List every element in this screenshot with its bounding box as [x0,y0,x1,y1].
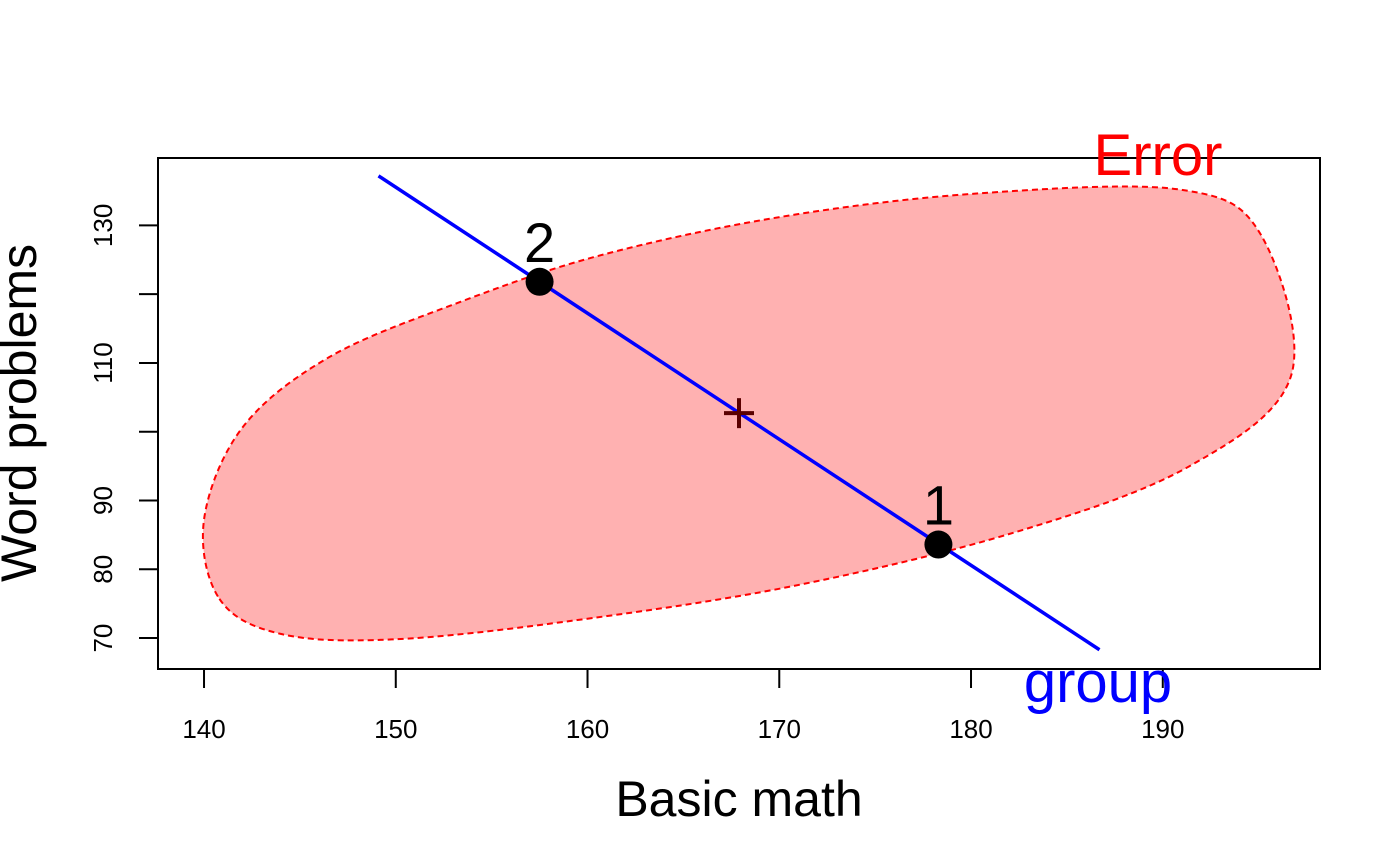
x-tick-label-160: 160 [566,714,609,744]
point-label-2: 2 [524,211,555,274]
y-tick-label-80: 80 [88,555,118,584]
x-tick-label-190: 190 [1141,714,1184,744]
y-tick-label-90: 90 [88,486,118,515]
point-label-1: 1 [923,474,954,537]
y-axis-title: Word problems [0,244,47,582]
error-legend-label: Error [1094,123,1223,188]
plot-layer: 21 [201,174,1296,652]
x-tick-label-150: 150 [374,714,417,744]
y-axis: 70 80 90 110 130 [88,204,159,653]
x-tick-label-180: 180 [949,714,992,744]
y-tick-label-70: 70 [88,624,118,653]
y-tick-label-110: 110 [88,342,118,383]
x-tick-label-140: 140 [182,714,225,744]
point-1 [924,530,953,559]
x-axis-title: Basic math [615,771,862,827]
point-2 [525,267,554,296]
group-legend-label: group [1024,650,1172,715]
center-marker [724,398,754,429]
y-tick-label-130: 130 [88,204,118,247]
x-tick-label-170: 170 [758,714,801,744]
x-axis: 140 150 160 170 180 190 [182,668,1184,744]
